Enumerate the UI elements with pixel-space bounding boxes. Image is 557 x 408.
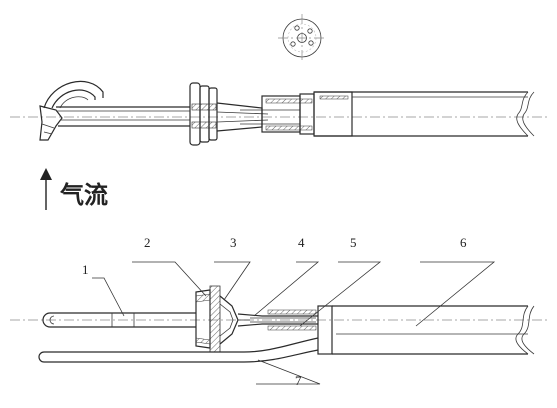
top-view xyxy=(10,14,550,146)
end-view-cross-section xyxy=(278,14,326,62)
callout-1: 1 xyxy=(82,262,89,277)
upper-probe-tube xyxy=(42,312,196,328)
cone-seal xyxy=(219,295,250,345)
callout-leaders xyxy=(92,261,496,385)
airflow-indicator: 气流 xyxy=(40,168,108,210)
outer-tube xyxy=(317,305,535,355)
callout-4: 4 xyxy=(298,235,305,250)
callout-6: 6 xyxy=(460,235,467,250)
callout-5: 5 xyxy=(350,235,357,250)
bottom-flange xyxy=(195,285,221,353)
callout-2: 2 xyxy=(144,235,151,250)
bottom-view: 1 2 3 4 5 6 7 xyxy=(10,235,550,388)
callout-3: 3 xyxy=(230,235,237,250)
probe-hook-tube xyxy=(43,80,104,109)
top-flange xyxy=(189,82,218,146)
lower-probe-tube xyxy=(38,351,196,363)
callout-7: 7 xyxy=(295,373,302,388)
airflow-label: 气流 xyxy=(59,181,108,209)
arrow-up-icon xyxy=(40,168,52,180)
